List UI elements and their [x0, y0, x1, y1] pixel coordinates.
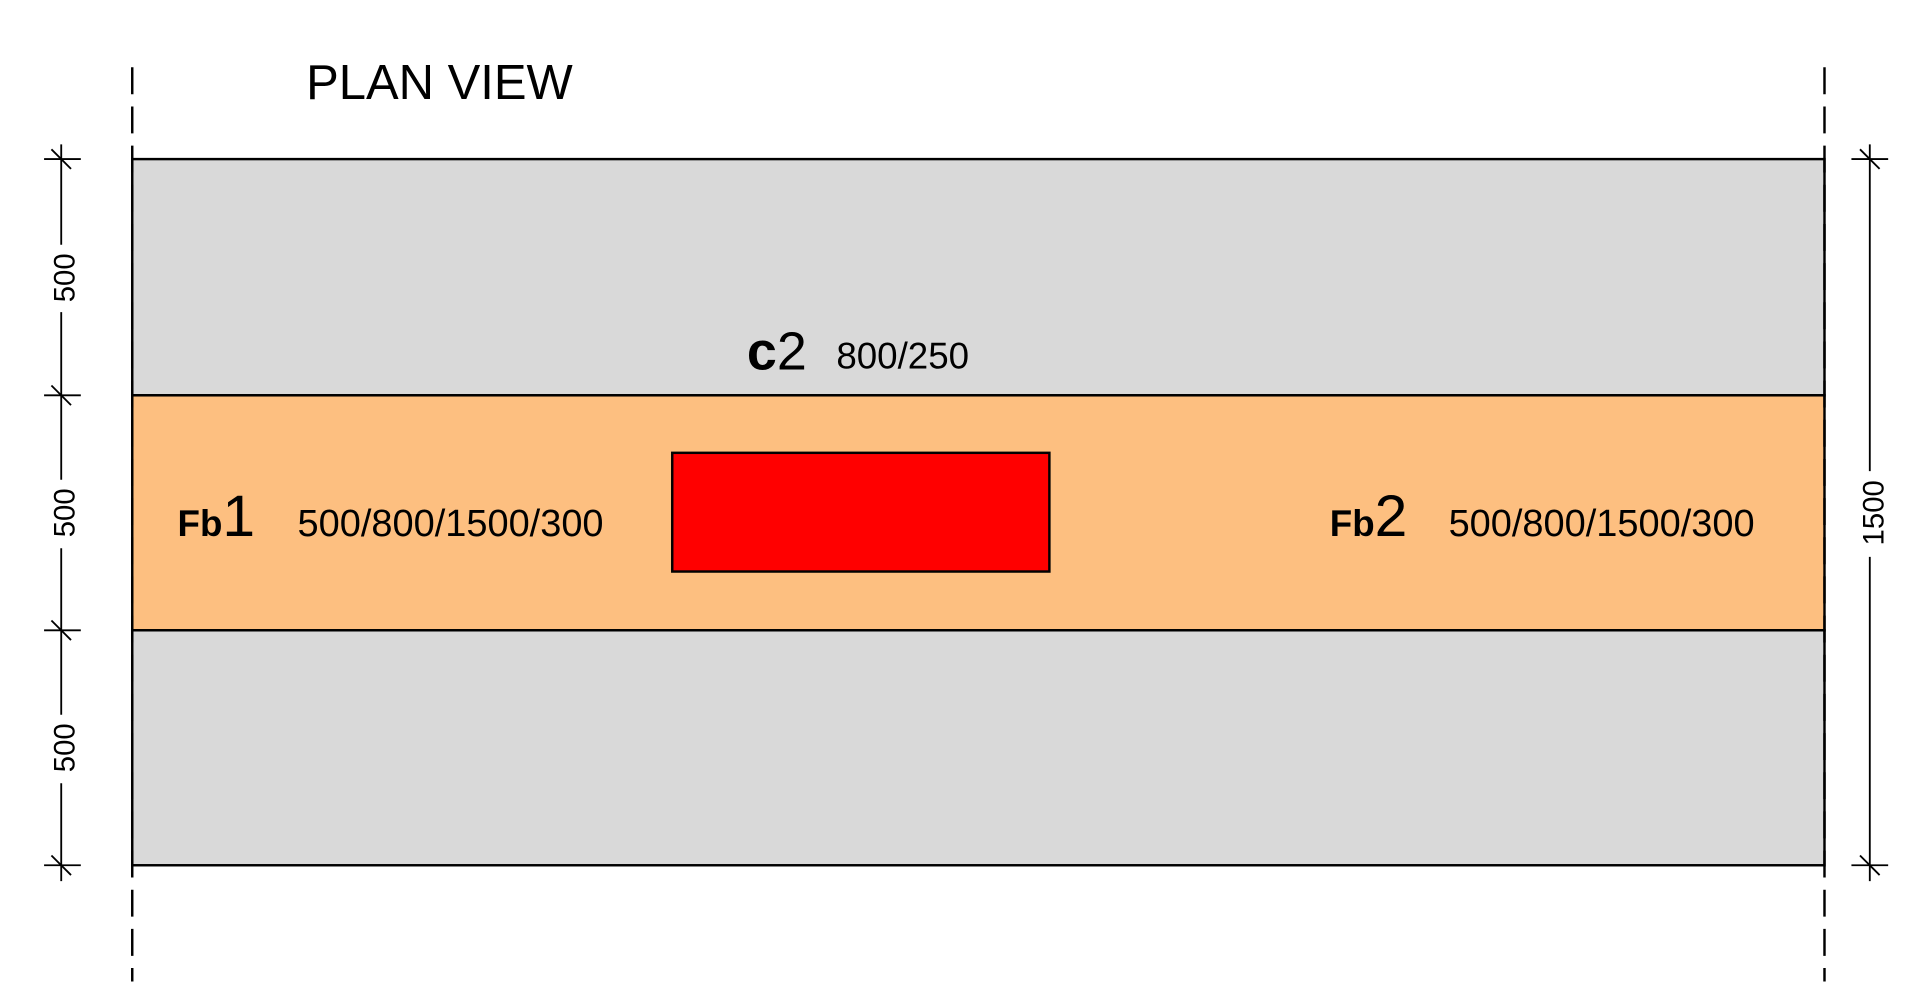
slab-top — [131, 157, 1826, 397]
beam-label-fb1: Fb1 500/800/1500/300 — [178, 484, 604, 549]
left-dimension-chain — [44, 144, 81, 882]
dimension-label: 500 — [49, 723, 82, 772]
dimension-label-total: 1500 — [1857, 480, 1890, 545]
beam-dims: 500/800/1500/300 — [298, 503, 604, 545]
slab-bottom — [131, 629, 1826, 867]
drawing-title: PLAN VIEW — [306, 56, 573, 110]
beam-label-fb2: Fb2 500/800/1500/300 — [1330, 484, 1755, 549]
column-c2 — [671, 451, 1051, 573]
svg-text:Fb2: Fb2 — [1330, 484, 1408, 549]
svg-text:Fb1: Fb1 — [178, 484, 256, 549]
column-dims: 800/250 — [836, 335, 969, 376]
svg-text:c2: c2 — [747, 322, 807, 382]
dimension-label: 500 — [49, 488, 82, 537]
beam-dims: 500/800/1500/300 — [1449, 503, 1755, 545]
right-dimension-line — [1851, 144, 1889, 882]
dimension-label: 500 — [49, 253, 82, 302]
column-label: c2 800/250 — [747, 322, 969, 382]
